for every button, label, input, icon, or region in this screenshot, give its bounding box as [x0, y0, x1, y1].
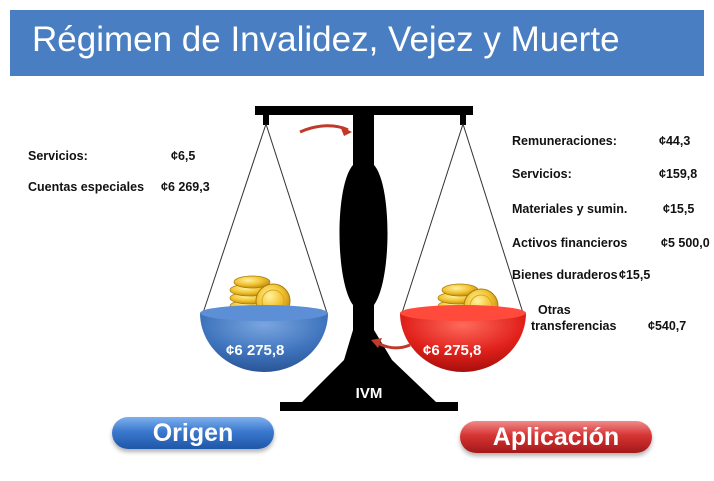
origen-value-servicios: ¢6,5	[171, 149, 196, 163]
pan-strings	[202, 123, 524, 314]
aplic-label-transferencias: transferencias	[531, 319, 617, 333]
left-pan	[200, 305, 328, 372]
aplic-value-otras: ¢540,7	[648, 319, 687, 333]
beam-right-end	[460, 115, 466, 125]
aplic-value-materiales: ¢15,5	[663, 202, 695, 216]
origen-label-cuentas: Cuentas especiales	[28, 180, 145, 194]
origen-button[interactable]: Origen	[112, 417, 274, 449]
origen-label-servicios: Servicios:	[28, 149, 88, 163]
aplic-value-activos: ¢5 500,0	[661, 236, 710, 250]
scale-beam	[255, 106, 473, 115]
aplic-value-bienes: ¢15,5	[619, 268, 651, 282]
aplic-label-bienes: Bienes duraderos	[512, 268, 618, 282]
title-bar: Régimen de Invalidez, Vejez y Muerte	[10, 10, 704, 76]
aplicacion-button[interactable]: Aplicación	[460, 421, 652, 453]
aplic-value-remuneraciones: ¢44,3	[659, 134, 691, 148]
aplic-label-remuneraciones: Remuneraciones:	[512, 134, 617, 148]
scale-base	[280, 402, 458, 411]
aplic-label-materiales: Materiales y sumin.	[512, 202, 628, 216]
ivm-label: IVM	[355, 385, 383, 402]
aplic-label-otras: Otras	[538, 303, 571, 317]
aplic-value-servicios: ¢159,8	[659, 167, 698, 181]
right-pan	[400, 305, 526, 372]
aplic-label-servicios: Servicios:	[512, 167, 572, 181]
scale-column	[302, 115, 436, 402]
origen-value-cuentas: ¢6 269,3	[161, 180, 210, 194]
arrow-head-icon	[371, 338, 382, 348]
beam-left-end	[263, 115, 269, 125]
arrow-head-icon	[340, 126, 352, 136]
page-title: Régimen de Invalidez, Vejez y Muerte	[32, 20, 620, 59]
origen-total: ¢6 275,8	[226, 342, 285, 359]
aplicacion-total: ¢6 275,8	[423, 342, 482, 359]
aplic-label-activos: Activos financieros	[512, 236, 628, 250]
